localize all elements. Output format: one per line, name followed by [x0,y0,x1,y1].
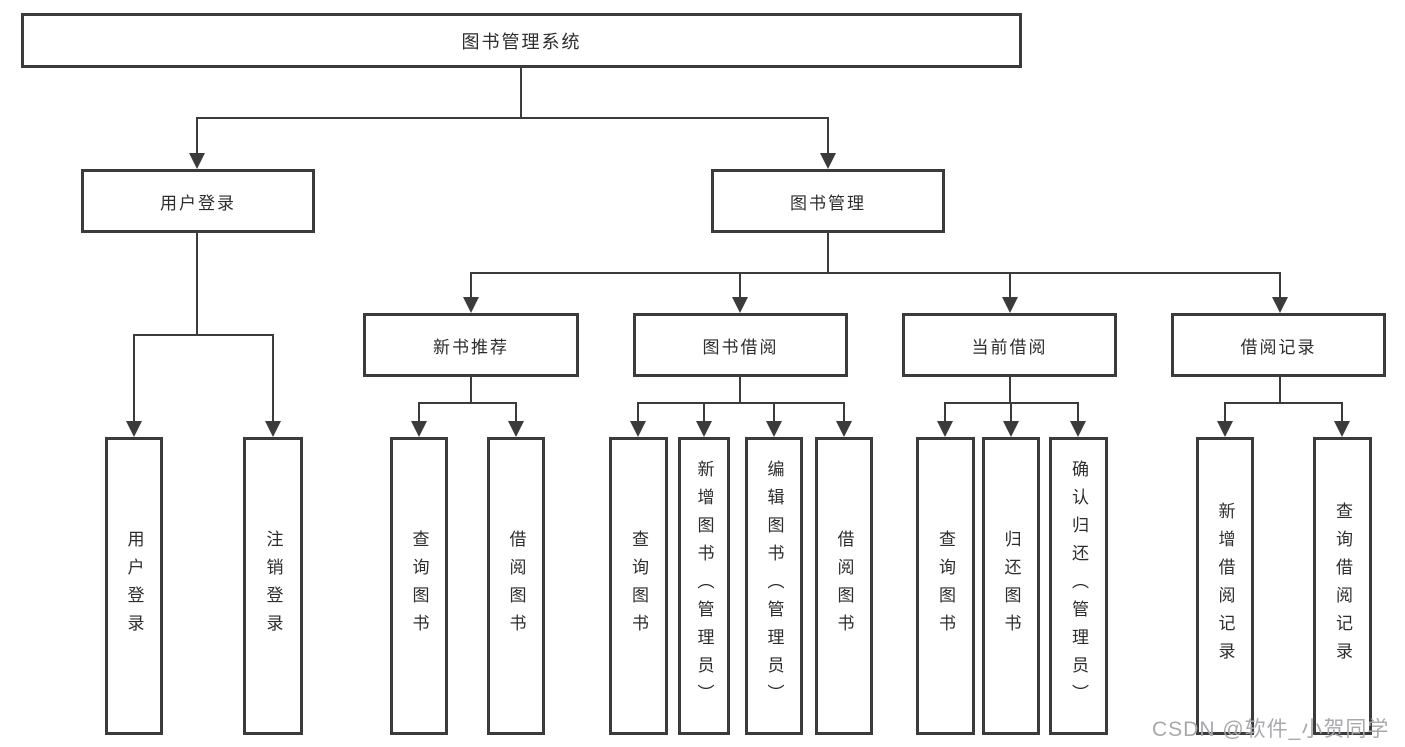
connector-stem [1009,377,1011,403]
connector-branch [638,402,844,404]
arrowhead-down-icon [696,421,712,437]
node-new-book-rec-label: 新书推荐 [433,337,509,357]
connector-drop [272,334,274,422]
leaf-logout-label: 注销登录 [263,530,283,642]
connector-stem [196,233,198,335]
connector-branch [419,402,517,404]
arrowhead-down-icon [1002,297,1018,313]
arrowhead-down-icon [508,421,524,437]
node-book-mgmt: 图书管理 [711,169,945,233]
connector-branch [471,272,1281,274]
connector-drop [1341,402,1343,422]
node-book-mgmt-label: 图书管理 [790,193,866,213]
connector-drop [1224,402,1226,422]
connector-stem [827,233,829,273]
connector-drop [470,272,472,298]
connector-stem [470,377,472,403]
leaf-logout: 注销登录 [243,437,303,735]
node-borrow-record-label: 借阅记录 [1240,337,1317,357]
arrowhead-down-icon [766,421,782,437]
connector-drop [827,117,829,154]
arrowhead-down-icon [937,421,953,437]
leaf-user-login-label: 用户登录 [124,530,144,642]
connector-drop [739,272,741,298]
arrowhead-down-icon [732,297,748,313]
node-current-borrow-label: 当前借阅 [971,337,1048,357]
node-book-borrow-label: 图书借阅 [702,337,779,357]
leaf-current-confirm: 确认归还（管理员） [1049,437,1108,735]
arrowhead-down-icon [265,421,281,437]
node-user-login: 用户登录 [81,169,315,233]
arrowhead-down-icon [1070,421,1086,437]
leaf-borrowing-add: 新增图书（管理员） [678,437,730,735]
node-user-login-label: 用户登录 [160,193,236,213]
node-new-book-rec: 新书推荐 [363,313,579,377]
node-borrow-record: 借阅记录 [1171,313,1386,377]
arrowhead-down-icon [463,297,479,313]
leaf-current-query: 查询图书 [916,437,975,735]
leaf-borrowing-edit-label: 编辑图书（管理员） [764,460,784,712]
arrowhead-down-icon [1217,421,1233,437]
connector-stem [1279,377,1281,403]
connector-drop [1010,402,1012,422]
connector-drop [1279,272,1281,298]
connector-drop [703,402,705,422]
connector-drop [1077,402,1079,422]
leaf-newbook-query-label: 查询图书 [409,530,429,642]
arrowhead-down-icon [1272,297,1288,313]
arrowhead-down-icon [1334,421,1350,437]
leaf-records-query-label: 查询借阅记录 [1333,502,1352,670]
csdn-watermark: CSDN @软件_小贺同学 [1152,718,1390,741]
node-root: 图书管理系统 [21,13,1022,68]
connector-stem [520,68,522,118]
arrowhead-down-icon [411,421,427,437]
arrowhead-down-icon [126,421,142,437]
node-current-borrow: 当前借阅 [902,313,1117,377]
leaf-current-return: 归还图书 [982,437,1040,735]
arrowhead-down-icon [836,421,852,437]
connector-drop [1009,272,1011,298]
leaf-current-confirm-label: 确认归还（管理员） [1069,460,1088,712]
connector-drop [944,402,946,422]
connector-stem [739,377,741,403]
arrowhead-down-icon [189,153,205,169]
connector-drop [133,334,135,422]
arrowhead-down-icon [820,153,836,169]
arrowhead-down-icon [630,421,646,437]
connector-drop [515,402,517,422]
leaf-borrowing-add-label: 新增图书（管理员） [694,460,714,712]
leaf-newbook-query: 查询图书 [390,437,448,735]
connector-drop [418,402,420,422]
leaf-current-query-label: 查询图书 [936,530,955,642]
node-root-label: 图书管理系统 [461,31,582,52]
connector-drop [773,402,775,422]
connector-drop [196,117,198,154]
connector-branch [197,117,829,119]
leaf-user-login: 用户登录 [105,437,163,735]
leaf-borrowing-edit: 编辑图书（管理员） [745,437,803,735]
leaf-current-return-label: 归还图书 [1001,530,1021,642]
leaf-newbook-borrow: 借阅图书 [487,437,545,735]
node-book-borrow: 图书借阅 [633,313,848,377]
leaf-records-add: 新增借阅记录 [1196,437,1254,735]
leaf-borrowing-borrow-label: 借阅图书 [834,530,854,642]
leaf-borrowing-borrow: 借阅图书 [815,437,873,735]
leaf-records-query: 查询借阅记录 [1313,437,1372,735]
connector-branch [1225,402,1343,404]
leaf-borrowing-query-label: 查询图书 [629,530,648,642]
leaf-records-add-label: 新增借阅记录 [1215,502,1235,670]
leaf-newbook-borrow-label: 借阅图书 [506,530,526,642]
leaf-borrowing-query: 查询图书 [609,437,668,735]
connector-drop [637,402,639,422]
connector-branch [134,334,274,336]
arrowhead-down-icon [1003,421,1019,437]
connector-drop [843,402,845,422]
